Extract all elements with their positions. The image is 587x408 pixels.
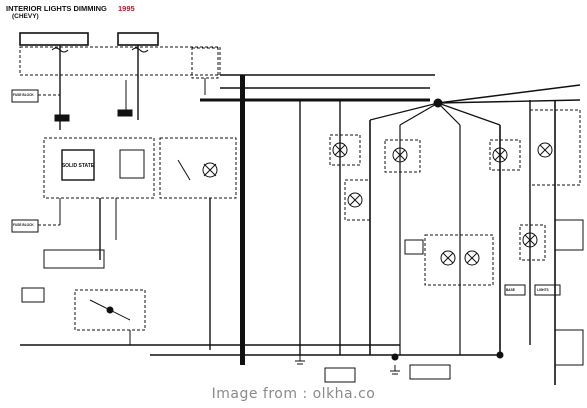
hot-in-run-box bbox=[19, 32, 89, 46]
switch-illumination-lamp bbox=[202, 162, 218, 178]
solid-state-box bbox=[61, 149, 95, 181]
ref-label-lights: LIGHTS bbox=[537, 288, 549, 292]
hot-at-all-times-box bbox=[117, 32, 159, 46]
dimmer-module-dashed bbox=[43, 137, 155, 199]
fuse-block-dashed bbox=[19, 46, 221, 76]
image-source-watermark: Image from : olkha.co bbox=[211, 386, 376, 402]
ref-label-fuse-block-1: FUSE BLOCK bbox=[13, 93, 34, 97]
cluster-dashed bbox=[424, 234, 494, 286]
fuse-2 bbox=[131, 47, 149, 53]
diagram-subtitle: (CHEVY) bbox=[12, 13, 39, 20]
ref-label-fuse-block-2: FUSE BLOCK bbox=[13, 223, 34, 227]
dimmer-switch-dashed bbox=[74, 289, 146, 331]
fuse-block-right bbox=[191, 47, 219, 79]
solid-state-label: SOLID STATE bbox=[62, 163, 95, 169]
diagram-year: 1995 bbox=[118, 4, 135, 13]
diagram-title: INTERIOR LIGHTS DIMMING bbox=[6, 4, 107, 13]
ref-label-base: BASE bbox=[506, 288, 515, 292]
